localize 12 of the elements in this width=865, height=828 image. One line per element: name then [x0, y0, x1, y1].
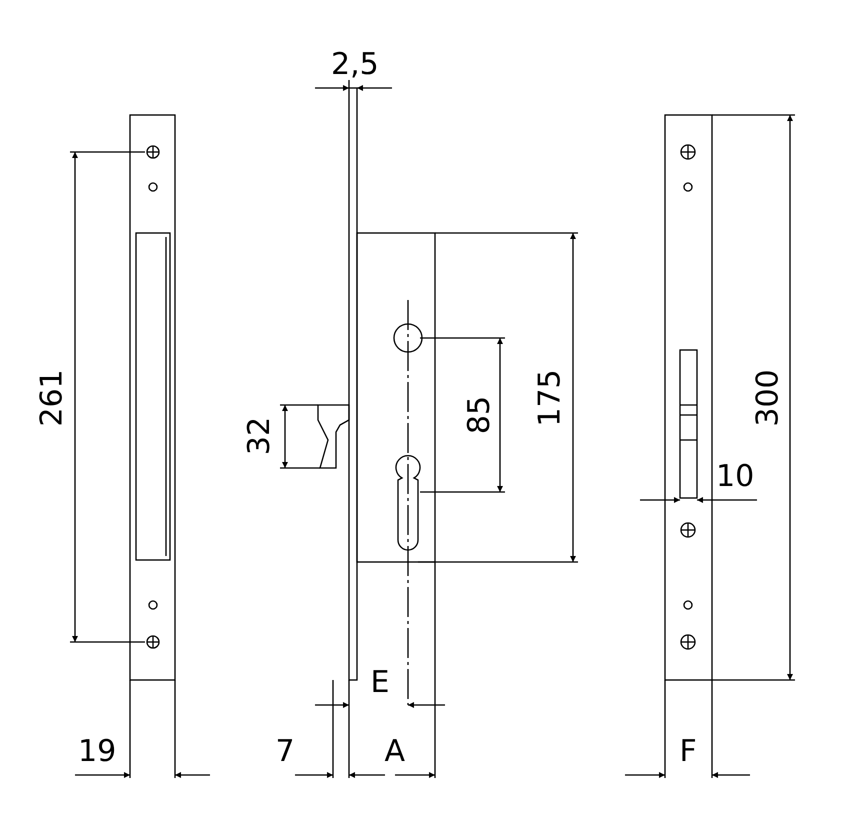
- dimension-value: 10: [716, 461, 754, 493]
- dimension-value: F: [680, 736, 697, 768]
- dimension-value: 261: [36, 369, 68, 427]
- dimension-value: 300: [752, 369, 784, 427]
- dimension-value: 32: [244, 416, 276, 456]
- dimension-value: A: [384, 736, 406, 768]
- dimension-value: E: [370, 667, 390, 699]
- dimension-value: 175: [534, 369, 566, 427]
- dimension-value: 7: [276, 736, 295, 768]
- dimension-value: 85: [464, 396, 496, 434]
- dimension-value: 19: [78, 736, 116, 768]
- dimension-value: 2,5: [331, 49, 379, 81]
